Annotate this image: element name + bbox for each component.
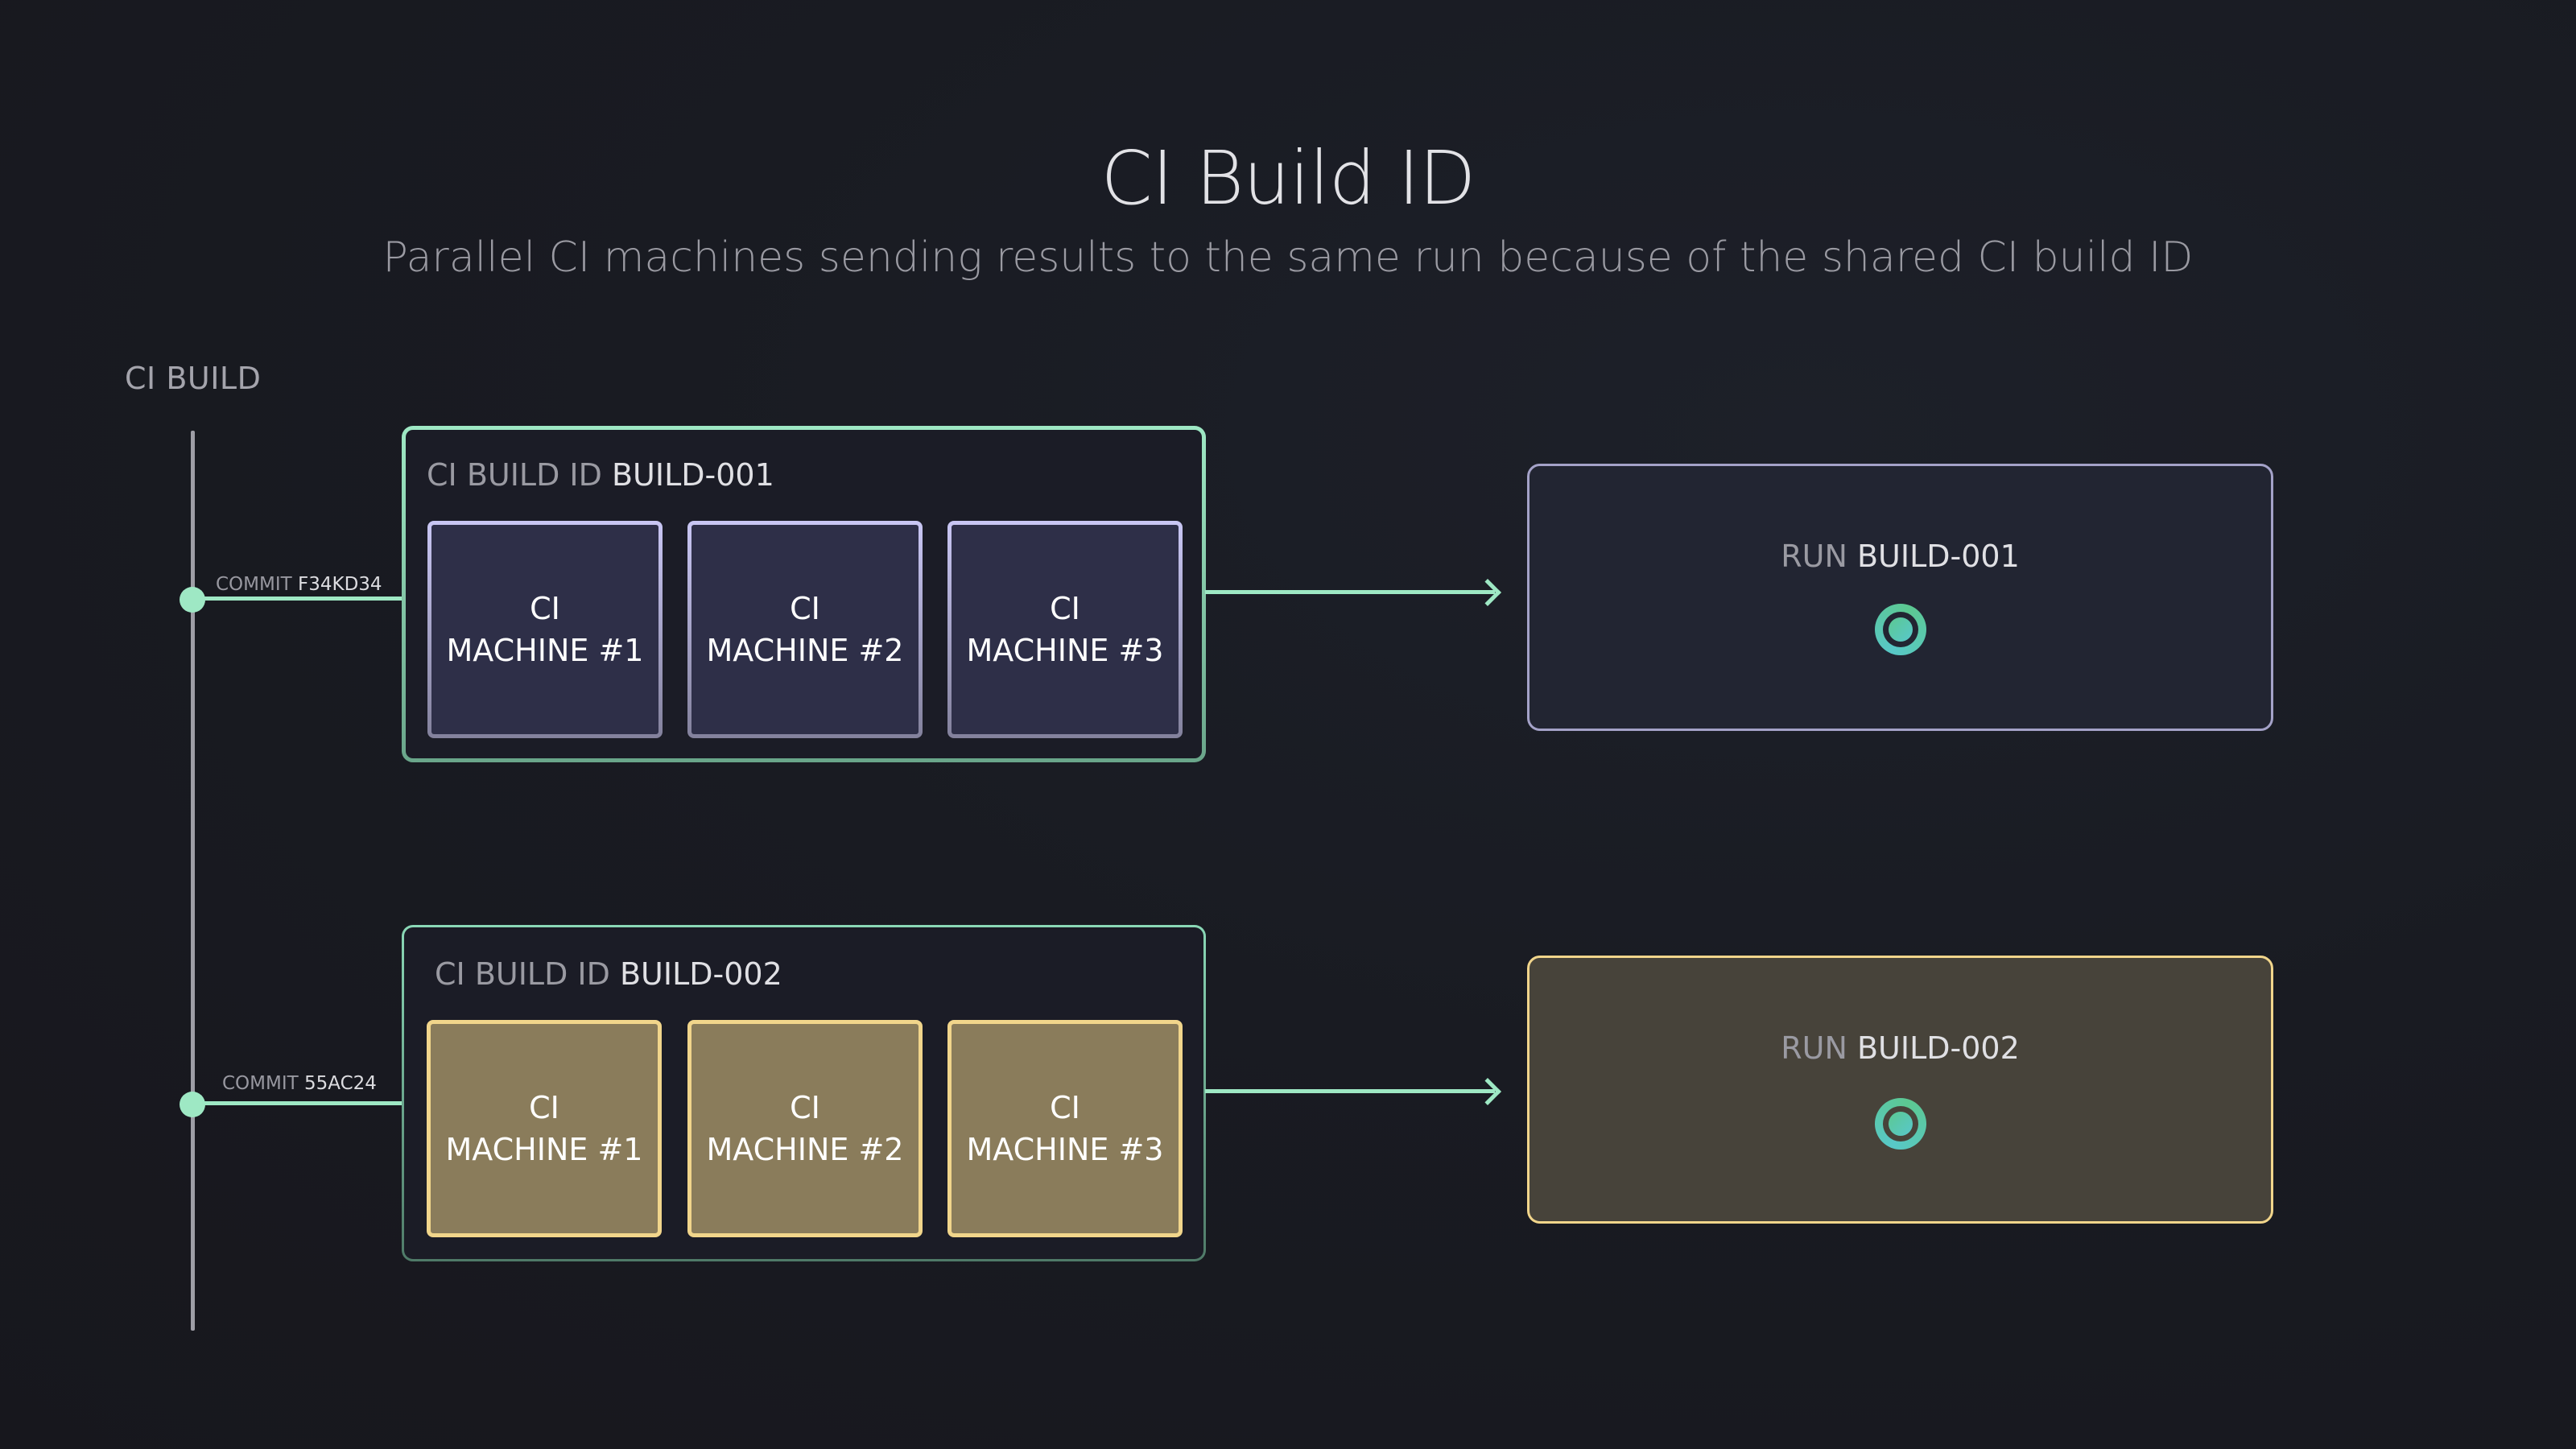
build-group-box: CI BUILD ID BUILD-001 CI MACHINE #1 CI MAC… [402, 426, 1206, 762]
ci-machine-card[interactable]: CI MACHINE #3 [947, 1020, 1183, 1237]
ci-machine-card[interactable]: CI MACHINE #1 [427, 521, 663, 738]
ci-build-timeline [191, 431, 195, 1331]
arrow-connector [1205, 590, 1495, 594]
machine-label-line2: MACHINE #3 [966, 1132, 1164, 1167]
commit-hash: 55AC24 [304, 1073, 377, 1094]
machine-label-line1: CI [1050, 591, 1080, 626]
commit-connector [201, 1101, 404, 1105]
run-id: BUILD-001 [1856, 539, 2020, 574]
machine-label-line1: CI [1050, 1090, 1080, 1125]
run-title: RUN BUILD-002 [1530, 1030, 2271, 1066]
build-id: BUILD-002 [619, 956, 782, 992]
machine-label-line2: MACHINE #1 [446, 633, 644, 668]
machine-label-line1: CI [530, 591, 560, 626]
machine-label-line1: CI [529, 1090, 559, 1125]
ci-machine-card[interactable]: CI MACHINE #3 [947, 521, 1183, 738]
target-ring-icon [1875, 604, 1926, 655]
run-title: RUN BUILD-001 [1530, 539, 2271, 574]
build-group-box: CI BUILD ID BUILD-002 CI MACHINE #1 CI MAC… [402, 925, 1206, 1261]
run-card[interactable]: RUN BUILD-001 [1527, 464, 2273, 731]
run-prefix: RUN [1781, 1030, 1847, 1066]
machine-label-line2: MACHINE #2 [706, 633, 904, 668]
build-group-title: CI BUILD ID BUILD-002 [435, 956, 782, 992]
commit-label: COMMIT F34KD34 [216, 574, 382, 595]
commit-dot-icon[interactable] [180, 1092, 205, 1117]
commit-prefix: COMMIT [222, 1073, 299, 1094]
build-id-prefix: CI BUILD ID [427, 457, 602, 493]
arrow-head-icon [1474, 579, 1501, 606]
target-ring-icon [1875, 1098, 1926, 1150]
commit-prefix: COMMIT [216, 574, 292, 595]
commit-label: COMMIT 55AC24 [222, 1073, 377, 1094]
ci-machine-card[interactable]: CI MACHINE #2 [687, 521, 923, 738]
arrow-head-icon [1474, 1078, 1501, 1105]
ci-build-track-label: CI BUILD [125, 361, 262, 396]
run-prefix: RUN [1781, 539, 1847, 574]
ci-machine-card[interactable]: CI MACHINE #2 [687, 1020, 923, 1237]
commit-dot-icon[interactable] [180, 587, 205, 613]
ci-machine-card[interactable]: CI MACHINE #1 [427, 1020, 662, 1237]
run-id: BUILD-002 [1856, 1030, 2020, 1066]
machine-label-line1: CI [790, 591, 820, 626]
commit-connector [201, 597, 404, 601]
build-group-title: CI BUILD ID BUILD-001 [427, 457, 774, 493]
commit-hash: F34KD34 [298, 574, 382, 595]
run-card[interactable]: RUN BUILD-002 [1527, 956, 2273, 1224]
arrow-connector [1205, 1089, 1495, 1093]
machine-label-line2: MACHINE #2 [706, 1132, 904, 1167]
page-title: CI Build ID [1100, 135, 1476, 221]
build-id: BUILD-001 [611, 457, 774, 493]
machine-label-line2: MACHINE #3 [966, 633, 1164, 668]
page-subtitle: Parallel CI machines sending results to … [382, 233, 2194, 282]
build-id-prefix: CI BUILD ID [435, 956, 610, 992]
machine-label-line1: CI [790, 1090, 820, 1125]
machine-label-line2: MACHINE #1 [445, 1132, 643, 1167]
